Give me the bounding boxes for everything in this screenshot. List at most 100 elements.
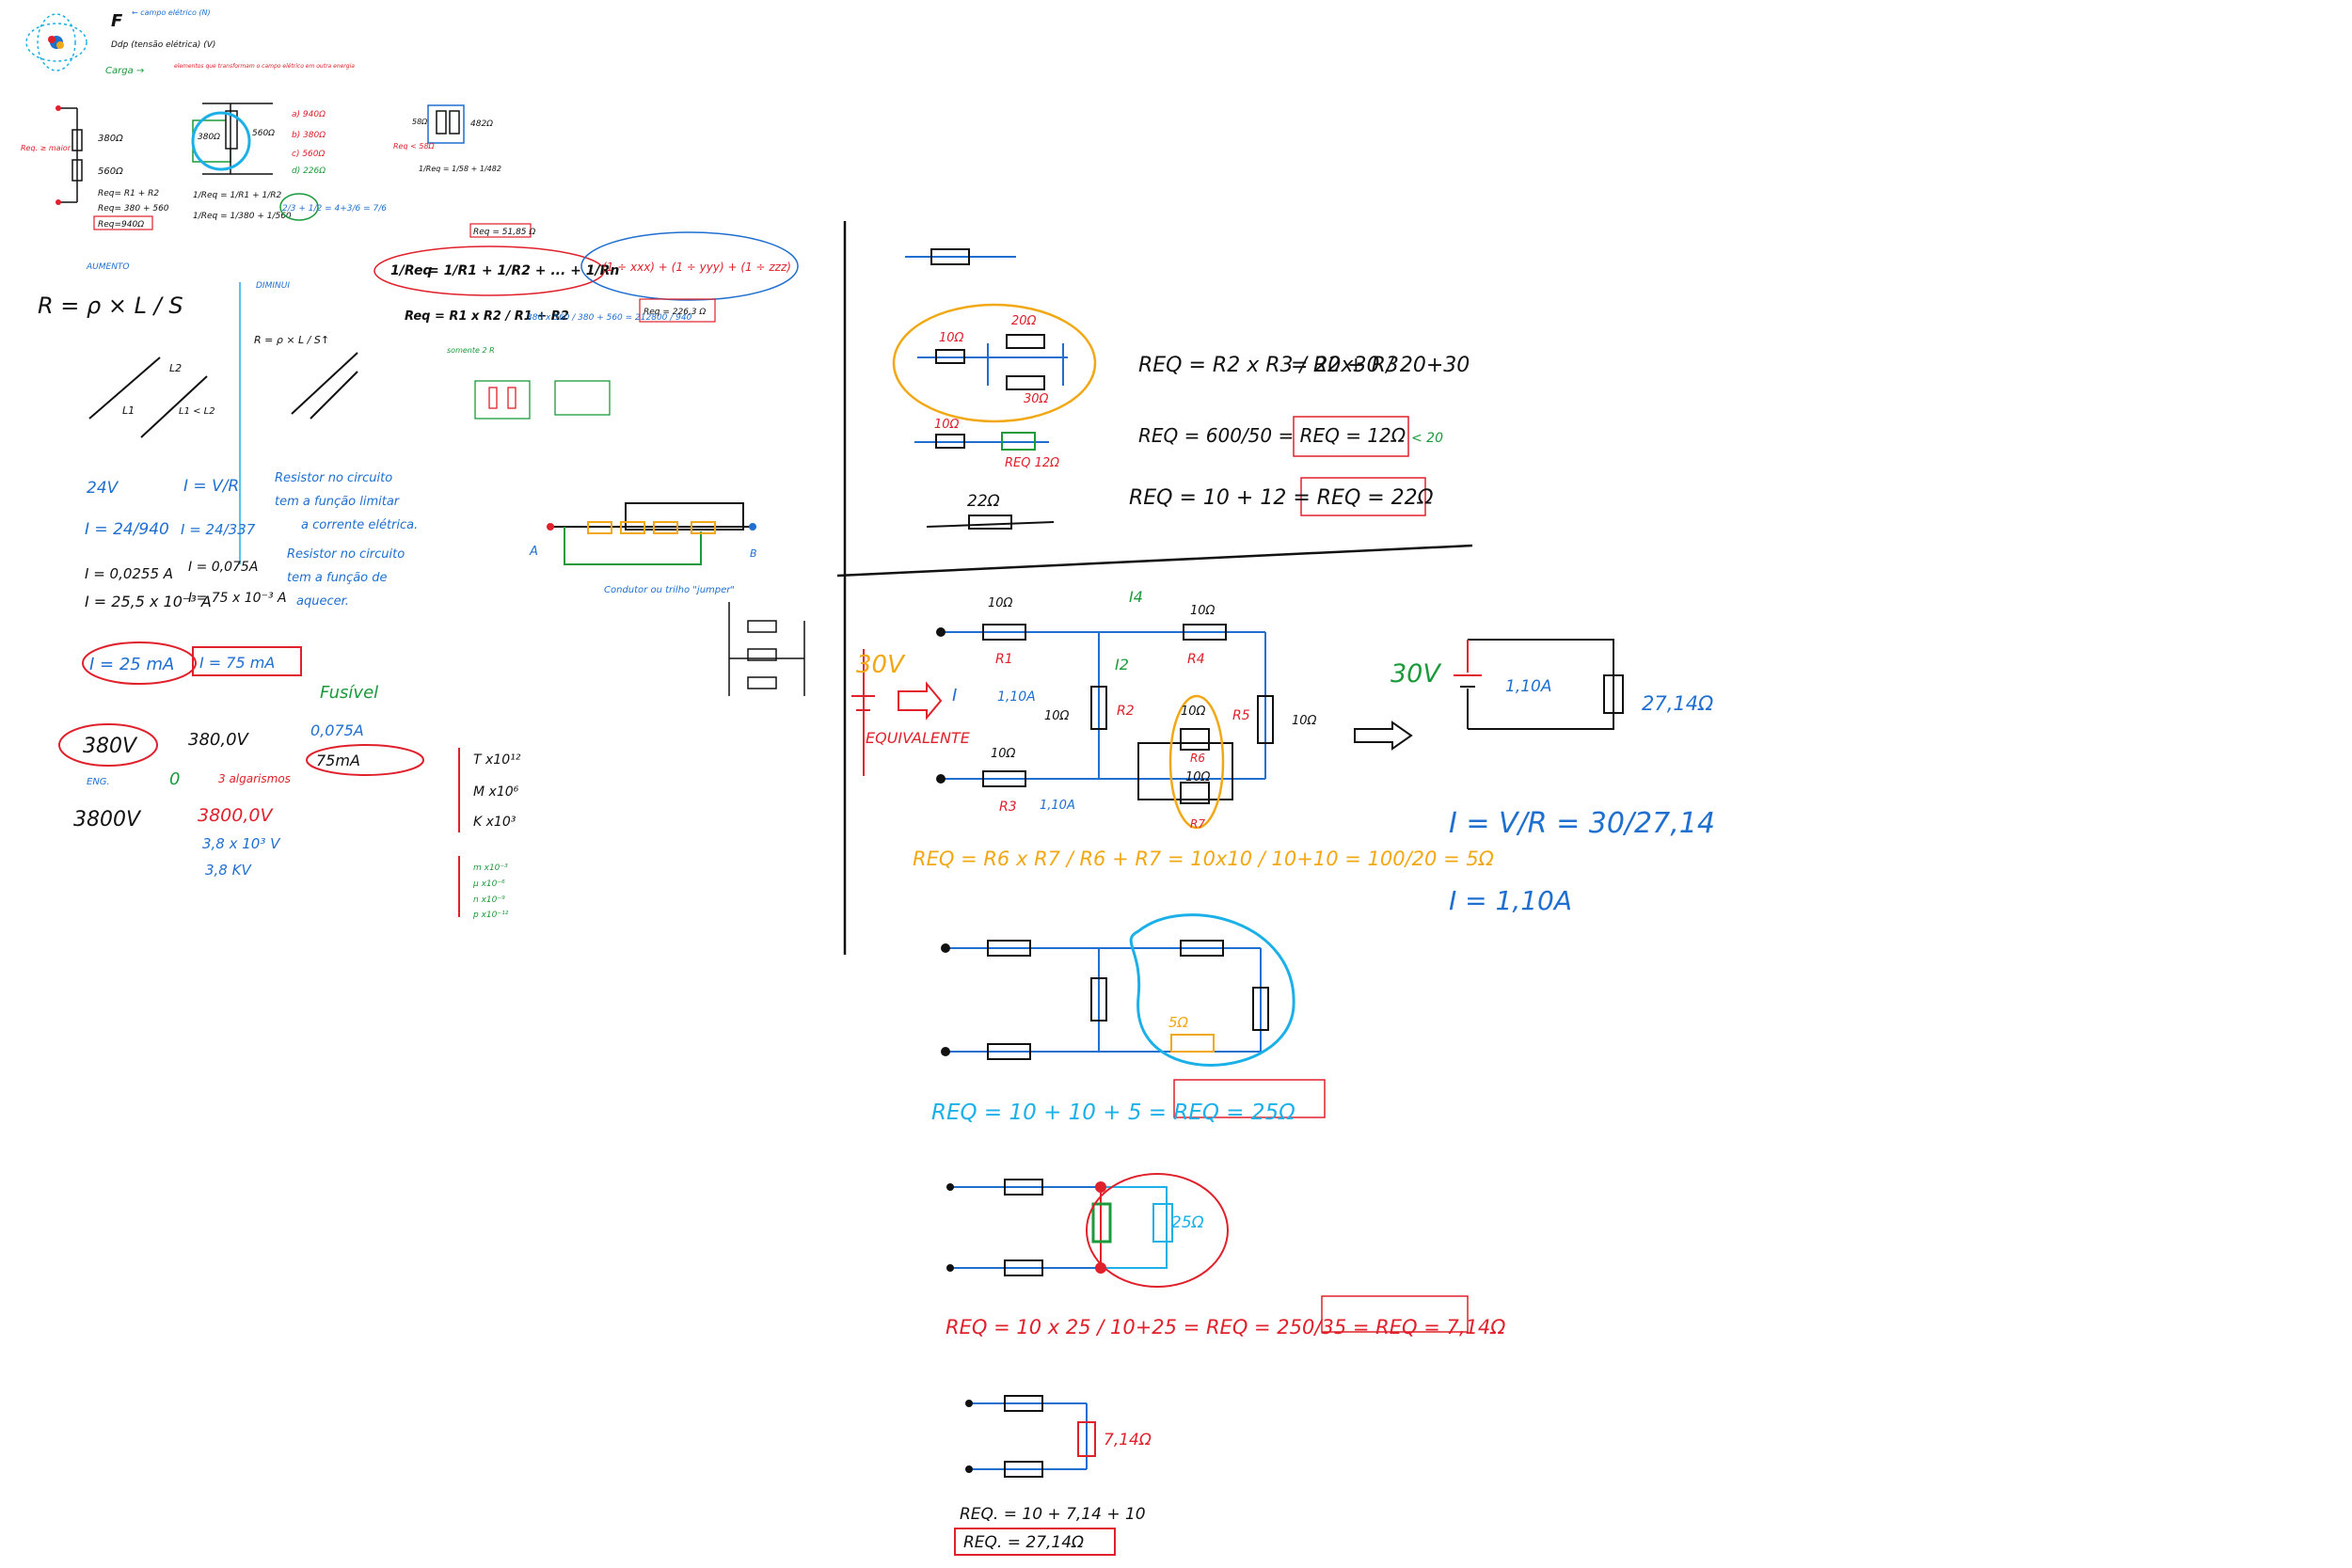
equivalent-circuit bbox=[1454, 639, 1624, 730]
top-parallel-r2: 482Ω bbox=[470, 119, 493, 129]
resistivity-alt: R = ρ × L / S↑ bbox=[254, 334, 329, 346]
current-i3: I = 0,0255 A bbox=[85, 565, 173, 582]
p2-r7: 10Ω bbox=[1185, 770, 1211, 784]
p2-five: 5Ω bbox=[1168, 1014, 1189, 1031]
equiv-ohm: I = V/R = 30/27,14 bbox=[1449, 807, 1715, 840]
series-eq3: Req=940Ω bbox=[98, 220, 144, 230]
notation-eng: ENG. bbox=[87, 777, 110, 787]
notation-alg: 3 algarismos bbox=[218, 772, 291, 785]
option-d: d) 226Ω bbox=[292, 166, 326, 176]
top-parallel-result: Req = 51,85 Ω bbox=[473, 228, 535, 237]
p2-eq-black1: REQ. = 10 + 7,14 + 10 bbox=[960, 1505, 1146, 1524]
prefix-small-1: μ x10⁻⁶ bbox=[472, 879, 505, 889]
p2-eq-red: REQ = 10 x 25 / 10+25 = REQ = 250/35 = R… bbox=[946, 1316, 1505, 1338]
jumper-node-b: B bbox=[750, 547, 757, 560]
p2-i4: I4 bbox=[1129, 588, 1143, 606]
diminui-label: DIMINUI bbox=[256, 281, 290, 291]
fusivel-label: Fusível bbox=[320, 683, 378, 703]
p1-r3: 30Ω bbox=[1024, 392, 1049, 406]
p2-i-value: 1,10A bbox=[997, 689, 1036, 705]
p2-eq-cyan: REQ = 10 + 10 + 5 = REQ = 25Ω bbox=[931, 1101, 1295, 1125]
resistor-note-2b: tem a função de bbox=[287, 571, 388, 585]
p2-i: I bbox=[952, 686, 957, 705]
notation-a2: 75mA bbox=[316, 752, 360, 769]
option-c: c) 560Ω bbox=[292, 150, 325, 159]
resistor-note-1a: Resistor no circuito bbox=[275, 471, 392, 485]
general-result: Req = 226,3 Ω bbox=[644, 308, 706, 317]
notation-v1: 380,0V bbox=[188, 730, 250, 750]
top-parallel-r1: 58Ω bbox=[412, 118, 428, 126]
series-left-note: Req. ≥ maior bbox=[21, 144, 72, 152]
option-a: a) 940Ω bbox=[292, 110, 326, 119]
p1-lt: < 20 bbox=[1411, 431, 1443, 446]
general-bubble: (1 ÷ xxx) + (1 ÷ yyy) + (1 ÷ zzz) bbox=[602, 261, 791, 274]
jumper-label: Condutor ou trilho "jumper" bbox=[604, 585, 735, 595]
parallel-r1: 380Ω bbox=[198, 133, 220, 142]
jumper-circuit bbox=[547, 502, 756, 565]
current-i6: I = 75 x 10⁻³ A bbox=[188, 591, 287, 606]
p2-i2: I2 bbox=[1115, 656, 1129, 673]
p2-eq-orange: REQ = R6 x R7 / R6 + R7 = 10x10 / 10+10 … bbox=[913, 847, 1494, 870]
equiv-i: 1,10A bbox=[1505, 677, 1551, 696]
current-v: 24V bbox=[87, 479, 119, 498]
current-i5: I = 25,5 x 10⁻³ A bbox=[85, 593, 212, 610]
current-law: I = V/R bbox=[183, 477, 239, 496]
series-r2: 560Ω bbox=[98, 166, 123, 177]
wire-sketches bbox=[88, 352, 358, 438]
p2-label-r3: R3 bbox=[999, 800, 1017, 815]
p2-r4: 10Ω bbox=[1190, 604, 1216, 618]
resistor-note-2c: aquecer. bbox=[296, 594, 349, 609]
force-note: ← campo elétrico (N) bbox=[132, 8, 211, 17]
parallel-eq2: 1/Req = 1/380 + 1/560 bbox=[193, 212, 292, 221]
small-parallel-sketches bbox=[474, 380, 611, 420]
p2-r2: 10Ω bbox=[1044, 709, 1070, 723]
general-product: Req = R1 x R2 / R1 + R2 bbox=[405, 309, 569, 324]
p1-reqb: REQ 12Ω bbox=[1005, 456, 1059, 470]
charge-def: Carga → bbox=[105, 66, 144, 76]
notation-v4: 3800,0V bbox=[198, 805, 274, 826]
equiv-v: 30V bbox=[1391, 659, 1442, 689]
top-parallel-note: Req < 58Ω bbox=[393, 142, 436, 150]
p2-label-r2: R2 bbox=[1117, 704, 1135, 719]
force-symbol: F bbox=[111, 11, 123, 31]
prefix-small-0: m x10⁻³ bbox=[473, 863, 508, 873]
parallel-r2: 560Ω bbox=[252, 129, 275, 138]
l2-label: L2 bbox=[169, 362, 182, 374]
charge-note: elementos que transformam o campo elétri… bbox=[174, 63, 355, 70]
top-parallel-circuit bbox=[427, 104, 465, 144]
parallel-eq1: 1/Req = 1/R1 + 1/R2 bbox=[193, 191, 282, 200]
notation-zero: 0 bbox=[169, 769, 180, 789]
aumento-label: AUMENTO bbox=[86, 262, 130, 272]
p1-r2: 20Ω bbox=[1011, 314, 1037, 328]
p2-eq-black2: REQ. = 27,14Ω bbox=[963, 1533, 1084, 1552]
problem2-step4 bbox=[965, 1395, 1096, 1478]
series-circuit bbox=[56, 105, 83, 205]
p1-req-nums: = 20x30 / 20+30 bbox=[1291, 354, 1470, 377]
tension-def: Ddp (tensão elétrica) (V) bbox=[111, 40, 215, 50]
parallel-circuit bbox=[191, 103, 273, 175]
p1-final: REQ = 10 + 12 = REQ = 22Ω bbox=[1129, 486, 1434, 510]
equiv-r: 27,14Ω bbox=[1642, 692, 1713, 715]
current-i1: I = 24/940 bbox=[85, 520, 169, 539]
notation-a1: 0,075A bbox=[310, 721, 364, 739]
top-parallel-eq: 1/Req = 1/58 + 1/482 bbox=[419, 165, 501, 173]
current-i2: I = 24/337 bbox=[181, 521, 256, 538]
notation-v5: 3,8 x 10³ V bbox=[202, 835, 281, 852]
general-terms: = 1/R1 + 1/R2 + ... + 1/Rn bbox=[428, 263, 619, 278]
p2-label-r7: R7 bbox=[1190, 817, 1205, 831]
p2-seven: 7,14Ω bbox=[1104, 1431, 1152, 1449]
notation-v6: 3,8 KV bbox=[205, 862, 252, 879]
prefix-big-1: M x10⁶ bbox=[473, 784, 519, 800]
notation-v3: 3800V bbox=[73, 808, 142, 832]
p2-equivalente: EQUIVALENTE bbox=[866, 729, 971, 747]
problem2-step2 bbox=[941, 913, 1295, 1067]
p2-i3: 1,10A bbox=[1040, 799, 1075, 813]
p1-r1b: 10Ω bbox=[934, 418, 960, 432]
prefix-big-2: K x10³ bbox=[473, 815, 516, 830]
resistor-note-1b: tem a função limitar bbox=[275, 495, 401, 509]
p2-r3: 10Ω bbox=[991, 747, 1016, 761]
general-numbers: 380 x 560 / 380 + 560 = 212800 / 940 bbox=[527, 313, 692, 323]
p2-label-r1: R1 bbox=[995, 652, 1013, 667]
p2-label-r4: R4 bbox=[1187, 652, 1205, 667]
